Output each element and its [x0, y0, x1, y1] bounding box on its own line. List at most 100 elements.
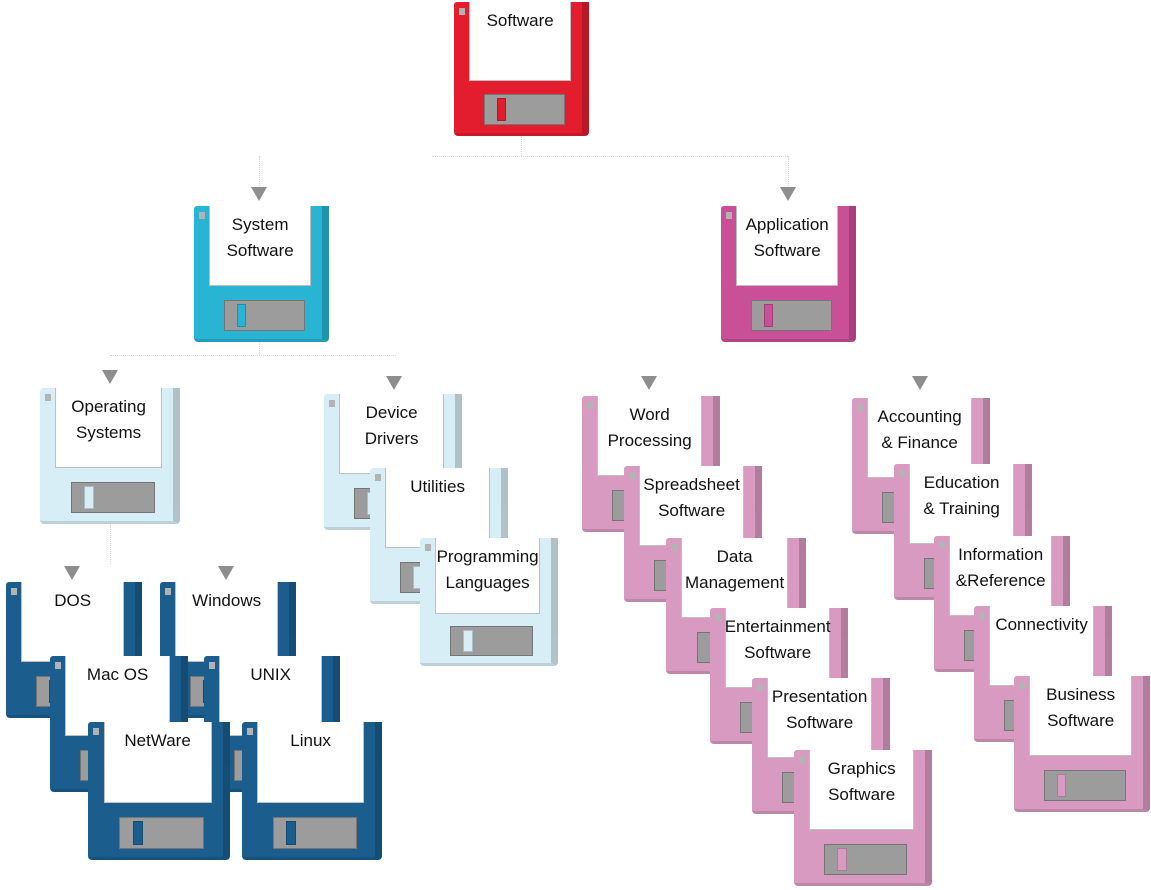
write-protect-notch-icon — [11, 588, 17, 595]
disk-label-line: Presentation — [771, 687, 868, 706]
disk-label: Information&Reference — [948, 536, 1053, 617]
write-protect-notch-icon — [459, 8, 465, 15]
disk-label-line: Mac OS — [86, 665, 149, 684]
disk-label-line: Data — [716, 547, 753, 566]
disk-shutter-slot — [763, 303, 773, 328]
connector-system-vertical — [259, 342, 260, 355]
write-protect-notch-icon — [329, 400, 335, 407]
disk-label-line: Drivers — [364, 429, 419, 448]
disk-label-line: Education — [923, 473, 1000, 492]
arrow-to-operating-systems — [102, 370, 118, 384]
disk-label-line: Application — [745, 215, 829, 234]
disk-label: Education& Training — [909, 464, 1015, 545]
write-protect-notch-icon — [1019, 682, 1025, 689]
disk-label: Software — [468, 2, 572, 82]
write-protect-notch-icon — [45, 394, 51, 401]
disk-shutter-icon — [223, 299, 305, 332]
disk-shutter-icon — [272, 817, 357, 849]
disk-shutter-slot — [236, 303, 246, 328]
disk-label-line: &Reference — [955, 571, 1046, 590]
disk-label-line: Software — [486, 11, 554, 30]
disk-label-line: & Finance — [881, 433, 958, 452]
disk-shutter-slot — [1056, 773, 1067, 798]
disk-label-line: Software — [226, 241, 294, 260]
disk-label-line: UNIX — [250, 665, 291, 684]
write-protect-notch-icon — [199, 212, 205, 219]
disk-label-line: Programming — [436, 547, 539, 566]
disk-label-line: Business — [1046, 685, 1116, 704]
connector-os-vertical — [110, 524, 111, 564]
write-protect-notch-icon — [979, 612, 985, 619]
disk-shutter-slot — [84, 485, 94, 510]
write-protect-notch-icon — [425, 544, 431, 551]
node-netware: NetWare — [88, 722, 230, 860]
disk-shutter-icon — [750, 299, 832, 332]
disk-shutter-icon — [70, 481, 155, 514]
disk-shutter-icon — [483, 94, 565, 126]
disk-label-line: Software — [1047, 711, 1115, 730]
write-protect-notch-icon — [939, 542, 945, 549]
disk-label-line: Software — [786, 713, 854, 732]
write-protect-notch-icon — [671, 544, 677, 551]
write-protect-notch-icon — [93, 728, 99, 735]
disk-label-line: Processing — [607, 431, 692, 450]
node-software: Software — [454, 2, 589, 136]
disk-label: Utilities — [385, 468, 491, 549]
disk-label-line: NetWare — [124, 731, 191, 750]
write-protect-notch-icon — [629, 472, 635, 479]
disk-label-line: Management — [684, 573, 785, 592]
disk-label-line: Languages — [445, 573, 530, 592]
arrow-to-dos — [64, 566, 80, 580]
disk-label-line: Information — [958, 545, 1044, 564]
disk-label-line: DOS — [54, 591, 92, 610]
disk-shutter-icon — [824, 843, 908, 876]
arrow-to-application-software — [780, 187, 796, 201]
disk-label-line: Windows — [192, 591, 262, 610]
arrow-to-system-software — [251, 187, 267, 201]
write-protect-notch-icon — [715, 614, 721, 621]
disk-label-line: Connectivity — [995, 615, 1088, 634]
disk-label-line: Spreadsheet — [643, 475, 740, 494]
arrow-to-windows — [218, 566, 234, 580]
disk-label-line: Systems — [76, 423, 142, 442]
connector-root-horizontal — [432, 156, 788, 157]
write-protect-notch-icon — [899, 470, 905, 477]
write-protect-notch-icon — [209, 662, 215, 669]
disk-shutter-icon — [450, 626, 534, 656]
disk-shutter-slot — [463, 630, 474, 652]
write-protect-notch-icon — [375, 474, 381, 481]
write-protect-notch-icon — [165, 588, 171, 595]
disk-label-line: Software — [658, 501, 726, 520]
disk-label-line: Graphics — [827, 759, 896, 778]
connector-root-vertical — [521, 136, 522, 156]
write-protect-notch-icon — [757, 684, 763, 691]
disk-label-line: Accounting — [877, 407, 962, 426]
disk-shutter-slot — [837, 847, 848, 872]
disk-label-line: Device — [365, 403, 418, 422]
node-linux: Linux — [242, 722, 382, 860]
disk-label-line: Software — [753, 241, 821, 260]
disk-label-line: Entertainment — [724, 617, 831, 636]
arrow-to-device-drivers — [386, 376, 402, 390]
write-protect-notch-icon — [247, 728, 253, 735]
disk-shutter-icon — [1043, 769, 1126, 802]
disk-label: DOS — [20, 582, 125, 663]
disk-label: Windows — [174, 582, 279, 663]
disk-label-line: Software — [744, 643, 812, 662]
write-protect-notch-icon — [726, 212, 732, 219]
disk-label: Connectivity — [989, 606, 1095, 687]
